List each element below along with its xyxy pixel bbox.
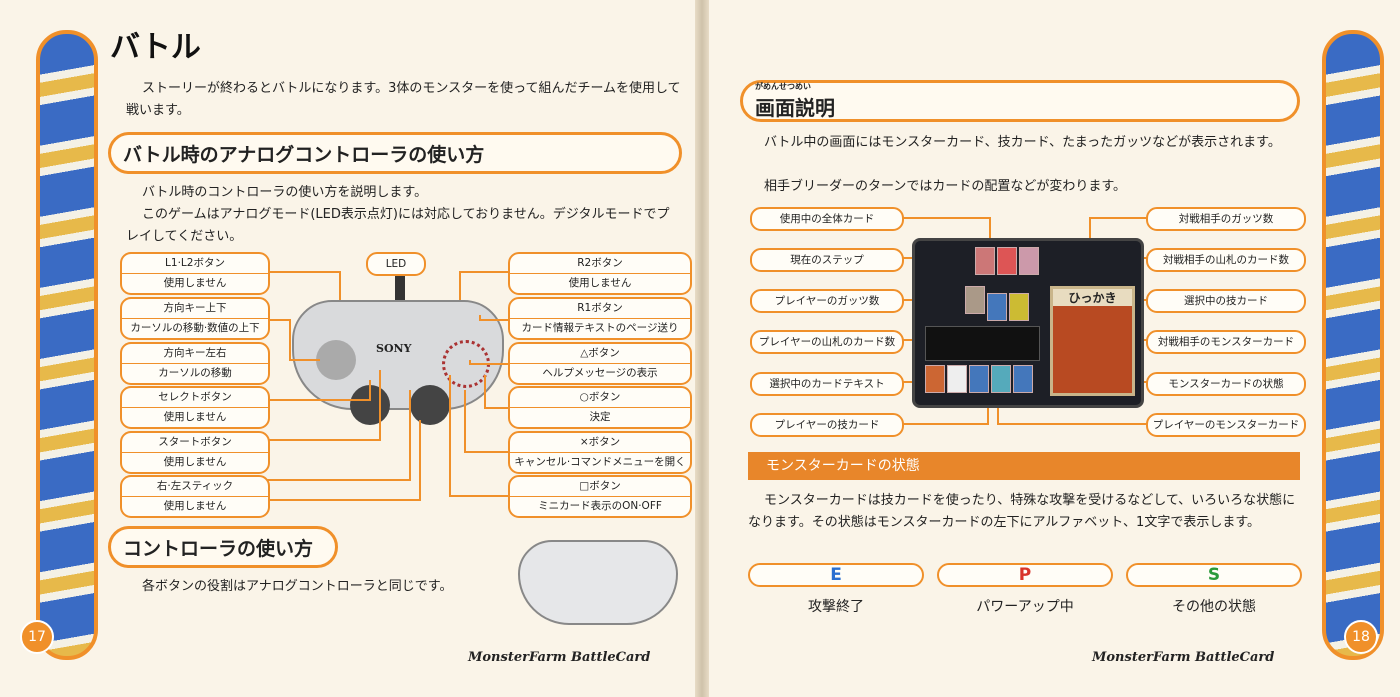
label-player-skills: プレイヤーの技カード (750, 413, 904, 437)
state-letter-p: P (937, 563, 1113, 587)
label-desc: カード情報テキストのページ送り (510, 318, 690, 338)
label-desc: 使用しません (122, 273, 268, 293)
mini-card (925, 365, 945, 393)
heading-text: 画面説明 (755, 96, 835, 120)
label-name: 方向キー上下 (163, 302, 227, 314)
controller-logo: SONY (376, 342, 412, 355)
label-opponent-guts: 対戦相手のガッツ数 (1146, 207, 1306, 231)
mini-card (969, 365, 989, 393)
mini-card (997, 247, 1017, 275)
mini-card (1013, 365, 1033, 393)
mini-card (991, 365, 1011, 393)
label-desc: ミニカード表示のON·OFF (510, 496, 690, 516)
label-desc: 決定 (510, 407, 690, 427)
label-name: R1ボタン (577, 302, 623, 314)
label-name: □ボタン (579, 480, 621, 492)
label-cross: ×ボタンキャンセル·コマンドメニューを開く (508, 431, 692, 474)
label-r2: R2ボタン使用しません (508, 252, 692, 295)
mini-card (965, 286, 985, 314)
section-text: このゲームはアナログモード(LED表示点灯)には対応しておりません。デジタルモー… (126, 207, 670, 244)
monster-card-image: ひっかき (1050, 286, 1135, 396)
mini-card (1019, 247, 1039, 275)
mini-card (987, 293, 1007, 321)
section-heading: がめんせつめい 画面説明 (740, 80, 1300, 122)
label-name: L1·L2ボタン (165, 257, 225, 269)
label-player-monster: プレイヤーのモンスターカード (1146, 413, 1306, 437)
state-label: その他の状態 (1172, 599, 1256, 615)
intro-text: ストーリーが終わるとバトルになります。3体のモンスターを使って組んだチームを使用… (126, 81, 681, 118)
digital-controller-image (518, 540, 678, 625)
section-text: バトル中の画面にはモンスターカード、技カード、たまったガッツなどが表示されます。 (764, 135, 1281, 150)
section-text: 相手ブリーダーのターンではカードの配置などが変わります。 (764, 179, 1127, 194)
label-dpad-leftright: 方向キー左右カーソルの移動 (120, 342, 270, 385)
book-gutter (695, 0, 709, 697)
section-heading: バトル時のアナログコントローラの使い方 (108, 132, 682, 174)
label-name: △ボタン (580, 347, 620, 359)
label-opponent-deck: 対戦相手の山札のカード数 (1146, 248, 1306, 272)
label-desc: キャンセル·コマンドメニューを開く (510, 452, 690, 472)
label-desc: 使用しません (510, 273, 690, 293)
mini-card (975, 247, 995, 275)
label-current-step: 現在のステップ (750, 248, 904, 272)
mini-card (947, 365, 967, 393)
mini-card (1009, 293, 1029, 321)
label-square: □ボタンミニカード表示のON·OFF (508, 475, 692, 518)
monster-card-name: ひっかき (1053, 289, 1132, 306)
state-label: 攻撃終了 (808, 599, 864, 615)
label-name: セレクトボタン (158, 391, 232, 403)
label-selected-skill: 選択中の技カード (1146, 289, 1306, 313)
label-used-cards: 使用中の全体カード (750, 207, 904, 231)
label-dpad-updown: 方向キー上下カーソルの移動·数値の上下 (120, 297, 270, 340)
label-select: セレクトボタン使用しません (120, 386, 270, 429)
label-r1: R1ボタンカード情報テキストのページ送り (508, 297, 692, 340)
game-screenshot: ひっかき (912, 238, 1144, 408)
label-desc: カーソルの移動 (122, 363, 268, 383)
state-letter-s: S (1126, 563, 1302, 587)
label-player-guts: プレイヤーのガッツ数 (750, 289, 904, 313)
section-bar: モンスターカードの状態 (748, 452, 1300, 480)
page-title: バトル (110, 30, 201, 65)
right-stick-icon (410, 385, 450, 425)
card-text-panel (925, 326, 1040, 361)
label-sticks: 右·左スティック使用しません (120, 475, 270, 518)
label-circle: ○ボタン決定 (508, 386, 692, 429)
label-opponent-monster: 対戦相手のモンスターカード (1146, 330, 1306, 354)
label-name: スタートボタン (158, 436, 232, 448)
label-l1-l2: L1·L2ボタン使用しません (120, 252, 270, 295)
page-number: 18 (1344, 620, 1378, 654)
label-monster-state: モンスターカードの状態 (1146, 372, 1306, 396)
section-heading: コントローラの使い方 (108, 526, 338, 568)
label-desc: 使用しません (122, 407, 268, 427)
label-name: 右·左スティック (156, 480, 234, 492)
left-decorative-strip (36, 30, 98, 660)
page-number: 17 (20, 620, 54, 654)
section-text: 各ボタンの役割はアナログコントローラと同じです。 (142, 579, 453, 594)
label-led: LED (366, 252, 426, 276)
label-selected-text: 選択中のカードテキスト (750, 372, 904, 396)
label-desc: 使用しません (122, 496, 268, 516)
section-text: バトル時のコントローラの使い方を説明します。 (142, 185, 428, 200)
dpad-icon (316, 340, 356, 380)
callout-lines (250, 271, 528, 501)
heading-ruby: がめんせつめい (755, 82, 811, 91)
label-desc: ヘルプメッセージの表示 (510, 363, 690, 383)
right-decorative-strip (1322, 30, 1384, 660)
label-name: R2ボタン (577, 257, 623, 269)
label-name: ×ボタン (579, 436, 621, 448)
footer-logo: MonsterFarm BattleCard (468, 650, 651, 665)
label-name: ○ボタン (579, 391, 621, 403)
label-triangle: △ボタンヘルプメッセージの表示 (508, 342, 692, 385)
state-label: パワーアップ中 (976, 599, 1074, 615)
label-start: スタートボタン使用しません (120, 431, 270, 474)
footer-logo: MonsterFarm BattleCard (1092, 650, 1275, 665)
state-letter-e: E (748, 563, 924, 587)
label-player-deck: プレイヤーの山札のカード数 (750, 330, 904, 354)
section-text: モンスターカードは技カードを使ったり、特殊な攻撃を受けるなどして、いろいろな状態… (748, 493, 1296, 530)
label-desc: カーソルの移動·数値の上下 (122, 318, 268, 338)
label-name: 方向キー左右 (163, 347, 227, 359)
label-desc: 使用しません (122, 452, 268, 472)
